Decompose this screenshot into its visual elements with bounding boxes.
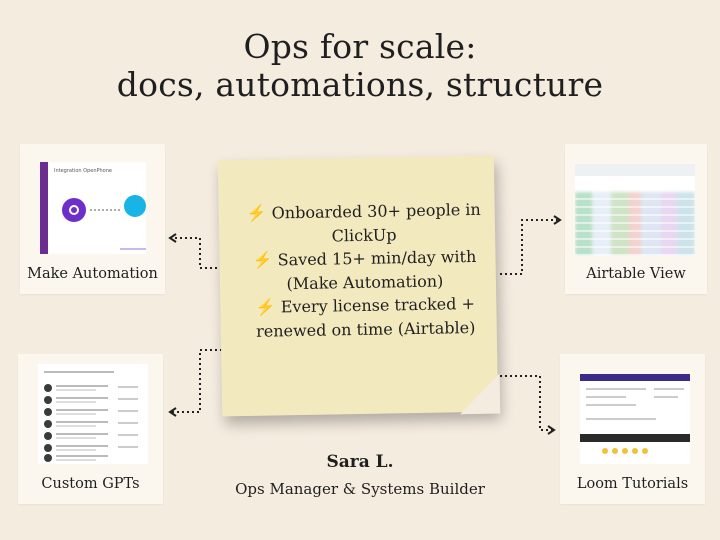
make-sidebar	[40, 162, 48, 254]
custom-gpts-label: Custom GPTs	[41, 476, 140, 492]
loom-tutorials-label: Loom Tutorials	[576, 476, 689, 492]
make-automation-card[interactable]: Integration OpenPhone Make Automation	[20, 144, 165, 294]
connector-line	[90, 209, 120, 211]
arrow-to-gpts	[172, 349, 222, 413]
airtable-toolbar	[575, 164, 695, 176]
note-line: renewed on time (Airtable)	[255, 317, 476, 341]
airtable-screenshot	[575, 164, 695, 256]
airtable-view-label: Airtable View	[586, 266, 686, 282]
arrow-to-airtable	[500, 219, 558, 275]
arrow-to-make	[172, 237, 222, 269]
title-line-2: docs, automations, structure	[116, 65, 604, 104]
author-name: Sara L.	[326, 452, 394, 472]
airtable-view-card[interactable]: Airtable View	[565, 144, 707, 294]
openphone-node-icon	[62, 198, 86, 222]
arrow-to-loom	[500, 375, 552, 431]
loom-screenshot	[580, 374, 690, 464]
page-title: Ops for scale: docs, automations, struct…	[0, 28, 720, 104]
loom-tutorials-card[interactable]: Loom Tutorials	[560, 354, 705, 504]
make-header: Integration OpenPhone	[54, 168, 112, 174]
airtable-node-icon	[124, 195, 146, 217]
note-line: ⚡ Saved 15+ min/day with	[252, 246, 477, 270]
video-player-bar	[580, 434, 690, 442]
airtable-rows	[575, 192, 695, 256]
note-folded-corner	[459, 373, 501, 415]
note-line: ⚡ Onboarded 30+ people in	[246, 199, 481, 223]
make-automation-label: Make Automation	[27, 266, 158, 282]
activity-chart	[120, 238, 146, 250]
title-line-1: Ops for scale:	[243, 27, 477, 66]
make-automation-screenshot: Integration OpenPhone	[40, 162, 146, 254]
note-content: ⚡ Onboarded 30+ people in ClickUp ⚡ Save…	[233, 198, 497, 344]
custom-gpts-card[interactable]: Custom GPTs	[18, 354, 163, 504]
custom-gpts-screenshot	[38, 364, 148, 464]
author-role: Ops Manager & Systems Builder	[235, 480, 485, 498]
sticky-note: ⚡ Onboarded 30+ people in ClickUp ⚡ Save…	[217, 155, 501, 417]
loom-header-bar	[580, 374, 690, 381]
